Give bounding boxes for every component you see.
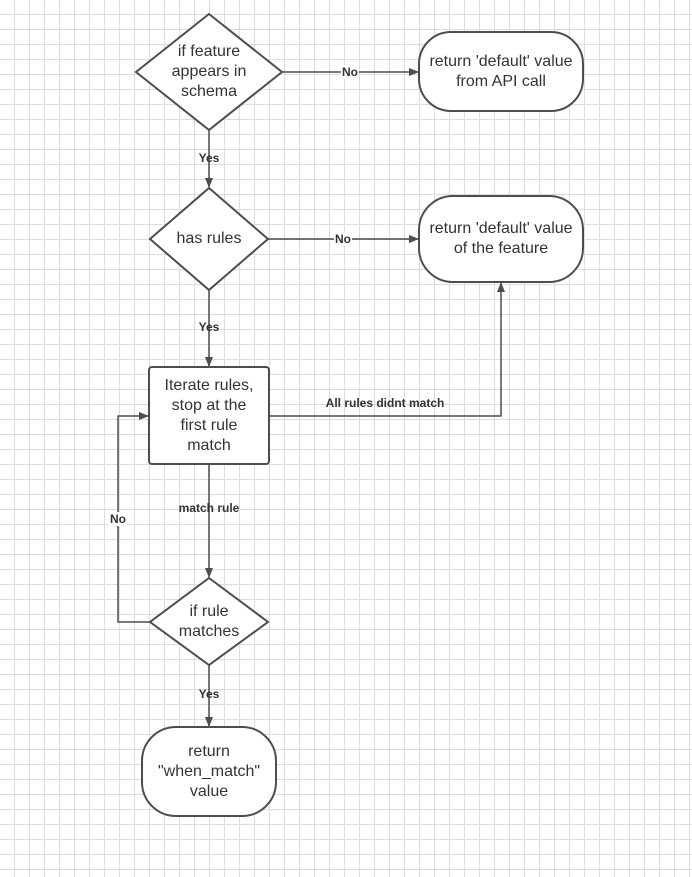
default-from-api-label: return 'default' value from API call bbox=[429, 52, 573, 90]
edge-label-schema-yes: Yes bbox=[198, 151, 220, 165]
terminal-return-when-match bbox=[141, 726, 277, 817]
edge-label-all-rules-didnt-match: All rules didnt match bbox=[325, 396, 445, 410]
edge-label-matches-yes: Yes bbox=[198, 687, 220, 701]
edge-label-rules-no: No bbox=[334, 232, 352, 246]
edge-label-rules-yes: Yes bbox=[198, 320, 220, 334]
edge-label-schema-no: No bbox=[341, 65, 359, 79]
edge-label-loop-no: No bbox=[109, 512, 127, 526]
feature-in-schema-label: if feature appears in schema bbox=[171, 43, 247, 100]
iterate-rules-label: Iterate rules, stop at the first rule ma… bbox=[164, 376, 254, 454]
default-of-feature-label: return 'default' value of the feature bbox=[429, 220, 573, 257]
has-rules-label: has rules bbox=[176, 230, 242, 247]
edge-all-rules-didnt-match bbox=[269, 282, 505, 417]
edge-label-match-rule: match rule bbox=[178, 501, 240, 515]
return-when-match-label: return "when_match" value bbox=[157, 742, 261, 800]
terminal-default-from-api bbox=[418, 31, 584, 112]
if-rule-matches-label: if rule matches bbox=[178, 602, 240, 640]
